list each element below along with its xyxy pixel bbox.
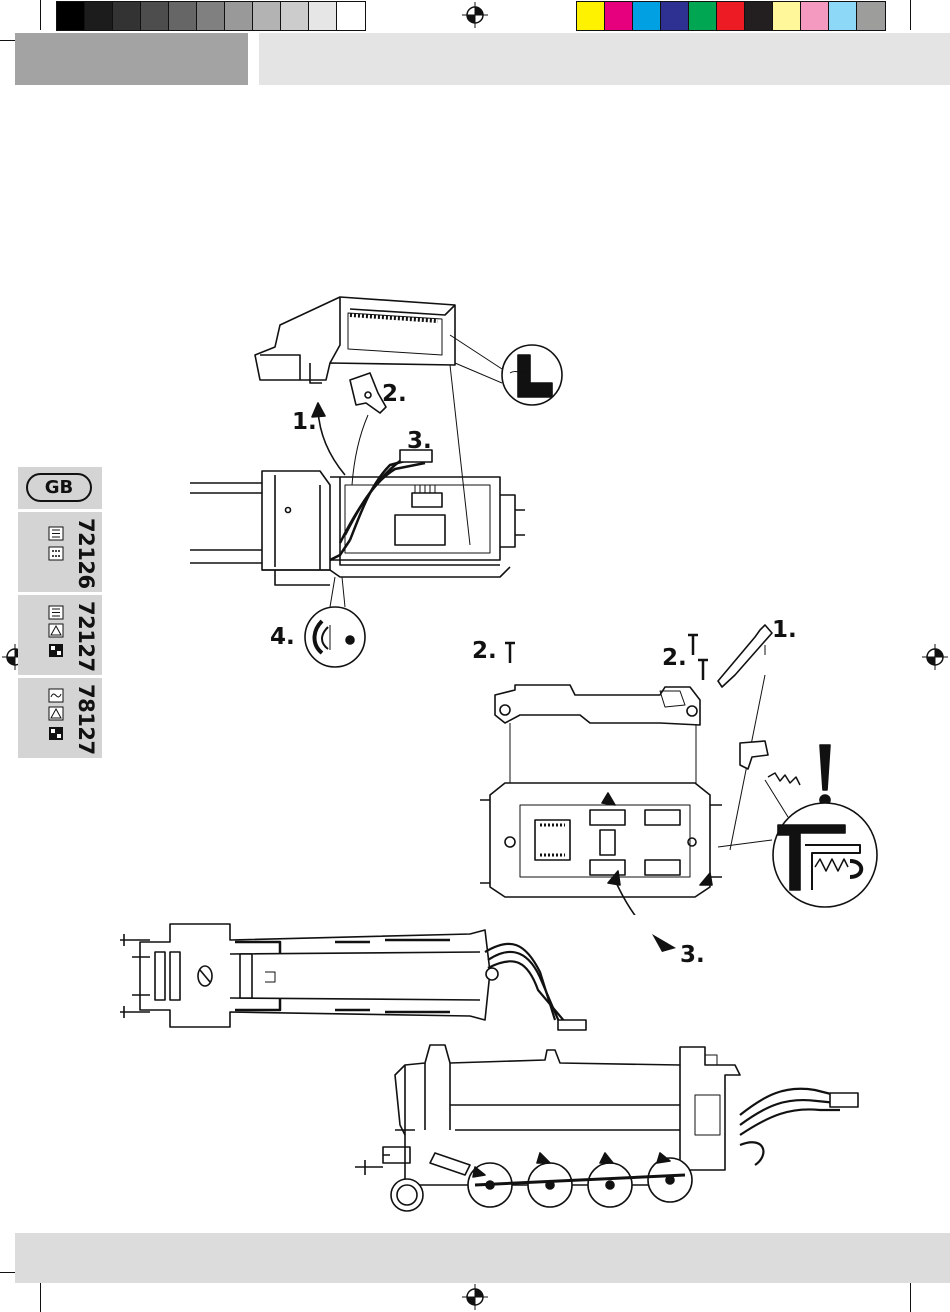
process-swatch	[661, 2, 689, 30]
step-label: 4.	[270, 624, 295, 650]
model-tab-72127[interactable]: 72127	[18, 595, 102, 675]
step-label: 3.	[680, 942, 705, 968]
process-swatch	[689, 2, 717, 30]
gray-swatch	[113, 2, 141, 30]
crop-mark	[910, 1282, 911, 1312]
gray-swatch	[281, 2, 309, 30]
step-label: 3.	[407, 428, 432, 454]
registration-mark-icon	[922, 644, 948, 670]
warning-triangle-icon	[48, 623, 64, 638]
gray-swatch	[337, 2, 365, 30]
model-number: 72126	[74, 518, 98, 586]
locomotive-side-view-illustration	[355, 1035, 865, 1220]
analog-mode-icon	[48, 605, 64, 620]
step-label: 2.	[472, 638, 497, 664]
header-bar-left	[15, 33, 248, 85]
warning-triangle-icon	[48, 706, 64, 721]
model-number: 78127	[74, 684, 98, 752]
header-bar-right	[259, 33, 950, 85]
process-swatch	[577, 2, 605, 30]
gray-swatch	[253, 2, 281, 30]
gray-swatch	[169, 2, 197, 30]
ac-mode-icon	[48, 688, 64, 703]
digital-mode-icon	[48, 546, 64, 561]
process-swatch	[605, 2, 633, 30]
gray-swatch	[197, 2, 225, 30]
process-swatch	[773, 2, 801, 30]
analog-mode-icon	[48, 526, 64, 541]
footer-bar	[15, 1233, 950, 1283]
registration-mark-icon	[462, 1284, 488, 1310]
step-label: 1.	[292, 409, 317, 435]
gray-swatch	[85, 2, 113, 30]
step-label: 2.	[662, 645, 687, 671]
language-tab[interactable]: GB	[18, 467, 102, 509]
model-tab-72126[interactable]: 72126	[18, 512, 102, 592]
sound-decoder-icon	[48, 643, 64, 658]
process-color-bar	[576, 1, 886, 31]
locomotive-top-view-illustration	[110, 912, 600, 1042]
process-swatch	[801, 2, 829, 30]
crop-mark	[40, 1282, 41, 1312]
gray-swatch	[225, 2, 253, 30]
process-swatch	[717, 2, 745, 30]
model-number: 72127	[74, 601, 98, 669]
gray-calibration-bar	[56, 1, 366, 31]
crop-mark	[910, 0, 911, 30]
process-swatch	[745, 2, 773, 30]
gray-swatch	[141, 2, 169, 30]
step-label: 1.	[772, 617, 797, 643]
gray-swatch	[57, 2, 85, 30]
crop-mark	[40, 0, 41, 30]
registration-mark-icon	[462, 2, 488, 28]
arrow-icon	[650, 930, 680, 956]
language-label: GB	[26, 473, 92, 502]
gray-swatch	[309, 2, 337, 30]
model-tab-78127[interactable]: 78127	[18, 678, 102, 758]
sound-decoder-icon	[48, 726, 64, 741]
process-swatch	[633, 2, 661, 30]
step-label: 2.	[382, 381, 407, 407]
process-swatch	[857, 2, 885, 30]
process-swatch	[829, 2, 857, 30]
